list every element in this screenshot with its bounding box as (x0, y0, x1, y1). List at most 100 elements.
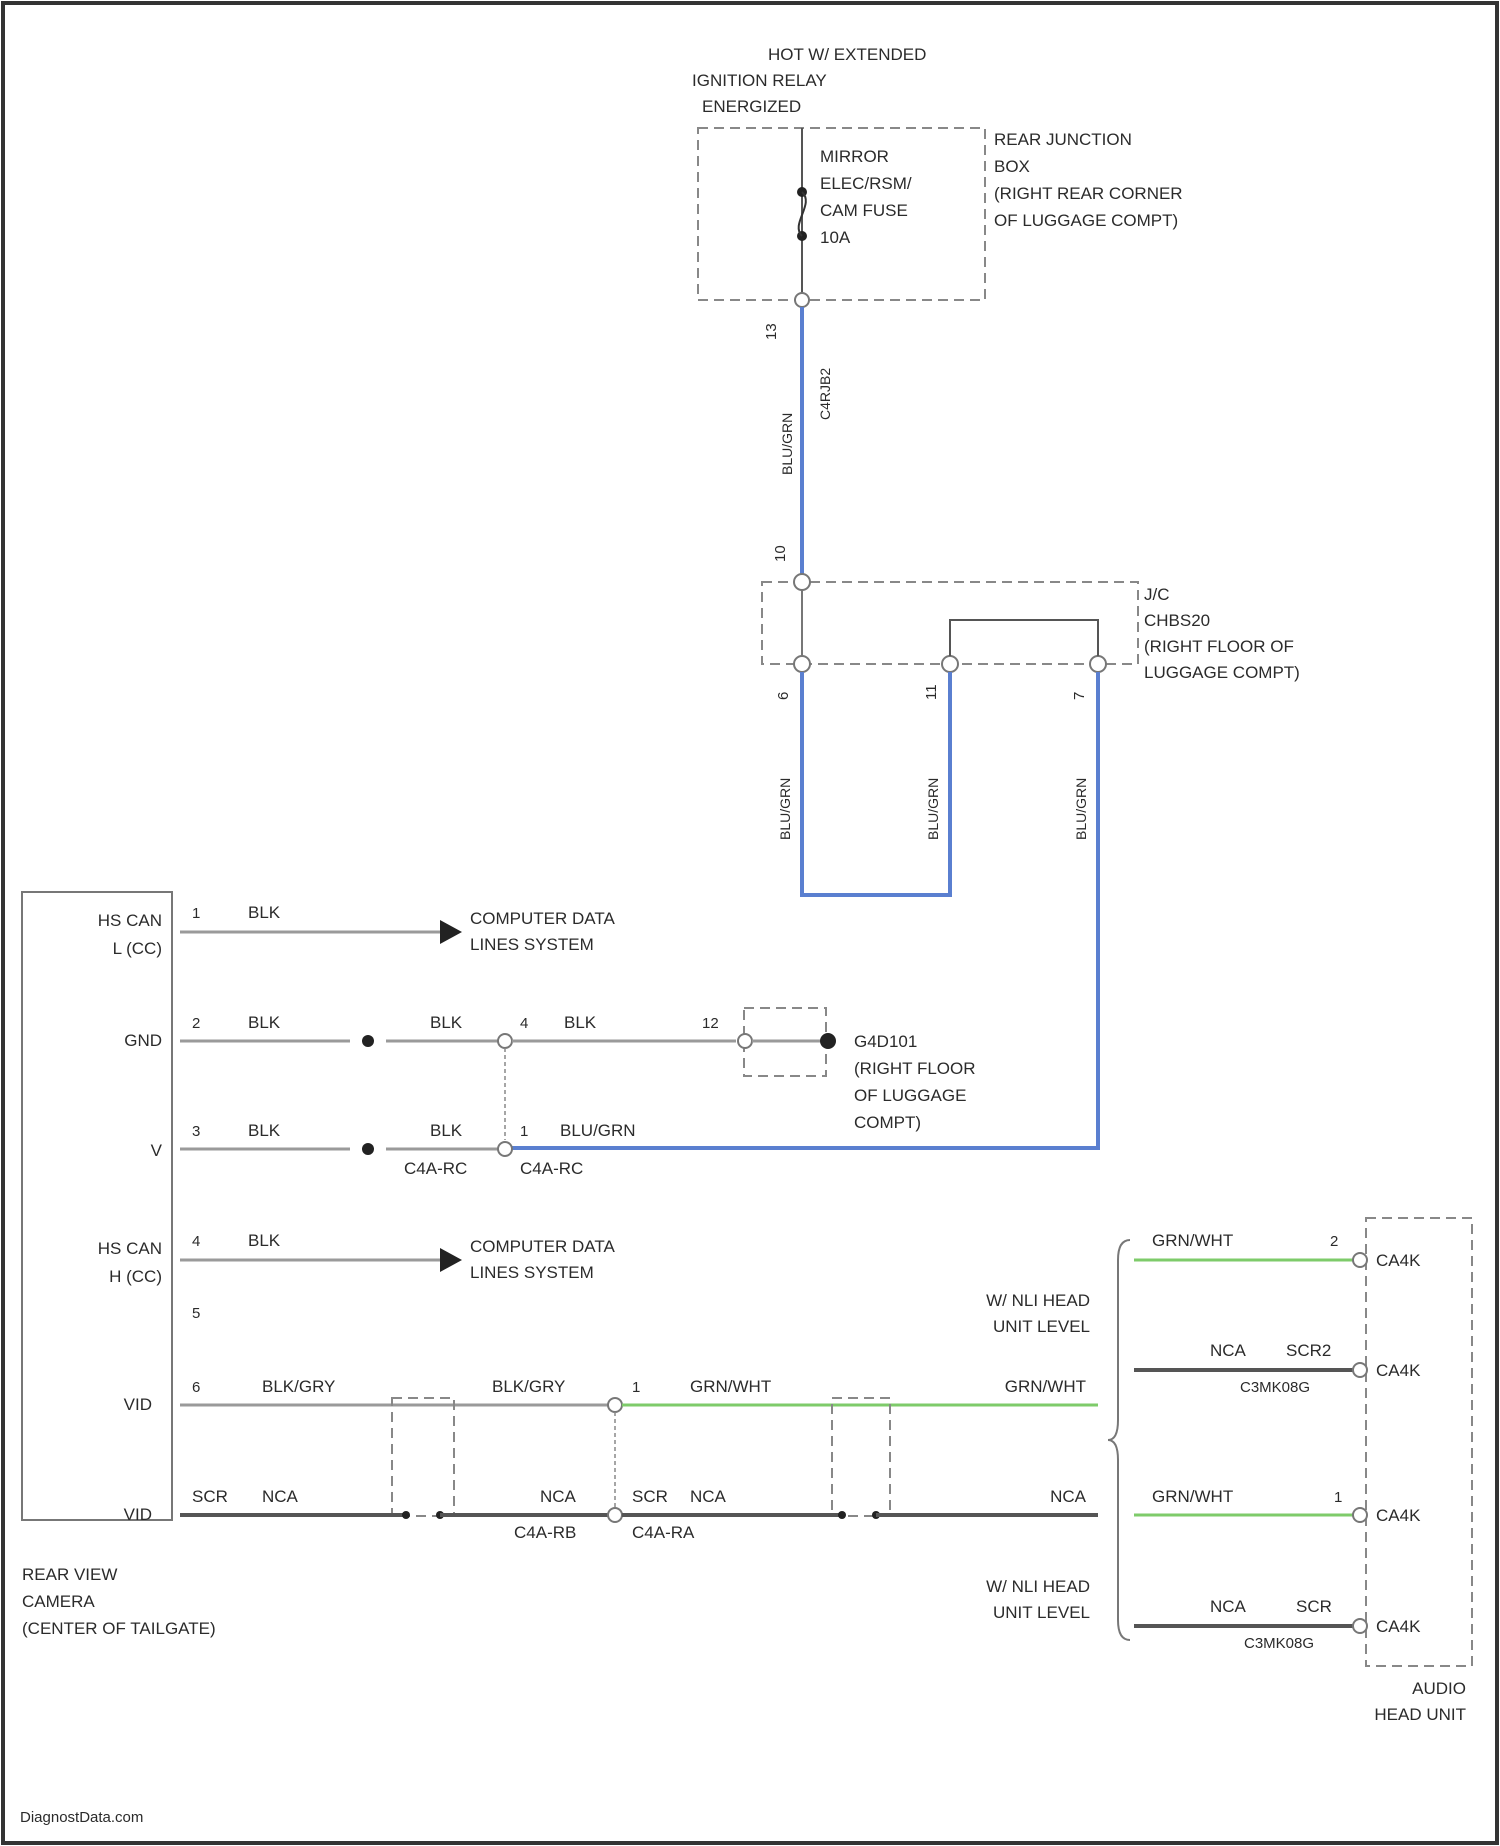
camera-name-3: (CENTER OF TAILGATE) (22, 1619, 216, 1638)
rjb-pin-13 (795, 293, 809, 307)
camera-pin-3-label: V (151, 1141, 163, 1160)
camera-pin-2-num: 2 (192, 1015, 200, 1032)
hu-row-4-wire: NCA (1210, 1597, 1247, 1616)
v-wire-3-label: BLU/GRN (560, 1121, 636, 1140)
ground-name-2: (RIGHT FLOOR (854, 1059, 976, 1078)
vid-wire-2-label: BLK/GRY (492, 1377, 565, 1396)
gnd-wire-3-label: BLK (564, 1013, 597, 1032)
hu-row-4-scr: SCR (1296, 1597, 1332, 1616)
head-unit-upper-level-1: W/ NLI HEAD (986, 1291, 1090, 1310)
camera-pin-6-wire: BLK/GRY (262, 1377, 335, 1396)
jc-wire-7-color: BLU/GRN (1073, 778, 1089, 840)
jc-label-4: LUGGAGE COMPT) (1144, 663, 1300, 682)
gnd-pin-4 (498, 1034, 512, 1048)
fuse-label-1: MIRROR (820, 147, 889, 166)
gnd-wire-2-label: BLK (430, 1013, 463, 1032)
gnd-pin-12 (738, 1034, 752, 1048)
shield-box-2 (832, 1398, 890, 1516)
shield-nca-2: NCA (540, 1487, 577, 1506)
fuse-label-4: 10A (820, 228, 851, 247)
camera-pin-4-wire: BLK (248, 1231, 281, 1250)
camera-pin-4-label-a: HS CAN (98, 1239, 162, 1258)
gnd-pin-12-label: 12 (702, 1015, 719, 1032)
hu-pin-row-2 (1353, 1363, 1367, 1377)
camera-pin-1-wire: BLK (248, 903, 281, 922)
jc-pin-7 (1090, 656, 1106, 672)
rjb-label-4: OF LUGGAGE COMPT) (994, 211, 1178, 230)
shield-nca-3: NCA (690, 1487, 727, 1506)
camera-pin-1-num: 1 (192, 905, 200, 922)
head-unit-upper-level-2: UNIT LEVEL (993, 1317, 1090, 1336)
ground-name-3: OF LUGGAGE (854, 1086, 966, 1105)
ground-point (820, 1033, 836, 1049)
hu-row-2-conn: CA4K (1376, 1361, 1421, 1380)
jc-label-3: (RIGHT FLOOR OF (1144, 637, 1294, 656)
vid-wire-3-label: GRN/WHT (690, 1377, 771, 1396)
level-bracket (1108, 1240, 1130, 1640)
shield-drain-1 (402, 1511, 410, 1519)
hu-row-3-conn: CA4K (1376, 1506, 1421, 1525)
hot-label-3: ENERGIZED (702, 97, 801, 116)
hu-row-1-conn: CA4K (1376, 1251, 1421, 1270)
page-border (3, 3, 1497, 1843)
hu-row-4-conn: CA4K (1376, 1617, 1421, 1636)
shield-nca-4: NCA (1050, 1487, 1087, 1506)
gnd-pin-4-label: 4 (520, 1015, 528, 1032)
camera-pin-3-wire: BLK (248, 1121, 281, 1140)
camera-pin-4-num: 4 (192, 1233, 200, 1250)
jc-pin-11-label: 11 (923, 684, 940, 700)
jc-wire-11-color: BLU/GRN (925, 778, 941, 840)
camera-pin-2-label: GND (124, 1031, 162, 1050)
vid-pin-1 (608, 1398, 622, 1412)
jc-top-pin-label: 10 (772, 545, 789, 562)
camera-pin-1-label-b: L (CC) (113, 939, 162, 958)
head-unit-lower-level-1: W/ NLI HEAD (986, 1577, 1090, 1596)
data-lines-2-label-b: LINES SYSTEM (470, 1263, 594, 1282)
shield-nca-1: NCA (262, 1487, 299, 1506)
vid-wire-4-label: GRN/WHT (1005, 1377, 1086, 1396)
hu-pin-row-3 (1353, 1508, 1367, 1522)
jc-pin-11 (942, 656, 958, 672)
v-conn-right: C4A-RC (520, 1159, 583, 1178)
shield-pin (608, 1508, 622, 1522)
data-lines-1-label-a: COMPUTER DATA (470, 909, 615, 928)
jc-label-1: J/C (1144, 585, 1170, 604)
shield-box-1 (392, 1398, 454, 1516)
ground-name-4: COMPT) (854, 1113, 921, 1132)
hu-row-2-scr: SCR2 (1286, 1341, 1331, 1360)
ground-name-1: G4D101 (854, 1032, 917, 1051)
v-pin-1 (498, 1142, 512, 1156)
data-lines-1-label-b: LINES SYSTEM (470, 935, 594, 954)
hu-row-1-pin: 2 (1330, 1233, 1338, 1250)
camera-pin-2-wire: BLK (248, 1013, 281, 1032)
shield-conn-left: C4A-RB (514, 1523, 576, 1542)
head-unit-name-2: HEAD UNIT (1374, 1705, 1466, 1724)
camera-pin-1-label-a: HS CAN (98, 911, 162, 930)
splice-v (362, 1143, 374, 1155)
hu-row-3-wire: GRN/WHT (1152, 1487, 1233, 1506)
hu-row-2-wire: NCA (1210, 1341, 1247, 1360)
hot-label-1: HOT W/ EXTENDED (768, 45, 926, 64)
camera-pin-6-num: 6 (192, 1379, 200, 1396)
camera-pin-7-label: VID (124, 1505, 152, 1524)
fuse-label-2: ELEC/RSM/ (820, 174, 912, 193)
jc-label-2: CHBS20 (1144, 611, 1210, 630)
v-pin-1-label: 1 (520, 1123, 528, 1140)
v-wire-2-label: BLK (430, 1121, 463, 1140)
jc-pin-6 (794, 656, 810, 672)
head-unit-outline (1366, 1218, 1472, 1666)
arrow-hs-can-h (440, 1248, 462, 1272)
hu-row-3-pin: 1 (1334, 1489, 1342, 1506)
camera-name-2: CAMERA (22, 1592, 95, 1611)
jc-jumper (950, 620, 1098, 656)
source-watermark: DiagnostData.com (20, 1809, 143, 1826)
hot-label-2: IGNITION RELAY (692, 71, 827, 90)
camera-pin-6-label: VID (124, 1395, 152, 1414)
jc-pin-6-label: 6 (775, 692, 792, 700)
rjb-label-3: (RIGHT REAR CORNER (994, 184, 1183, 203)
head-unit-lower-level-2: UNIT LEVEL (993, 1603, 1090, 1622)
fuse-label-3: CAM FUSE (820, 201, 908, 220)
rjb-label-1: REAR JUNCTION (994, 130, 1132, 149)
jc-wire-6-color: BLU/GRN (777, 778, 793, 840)
